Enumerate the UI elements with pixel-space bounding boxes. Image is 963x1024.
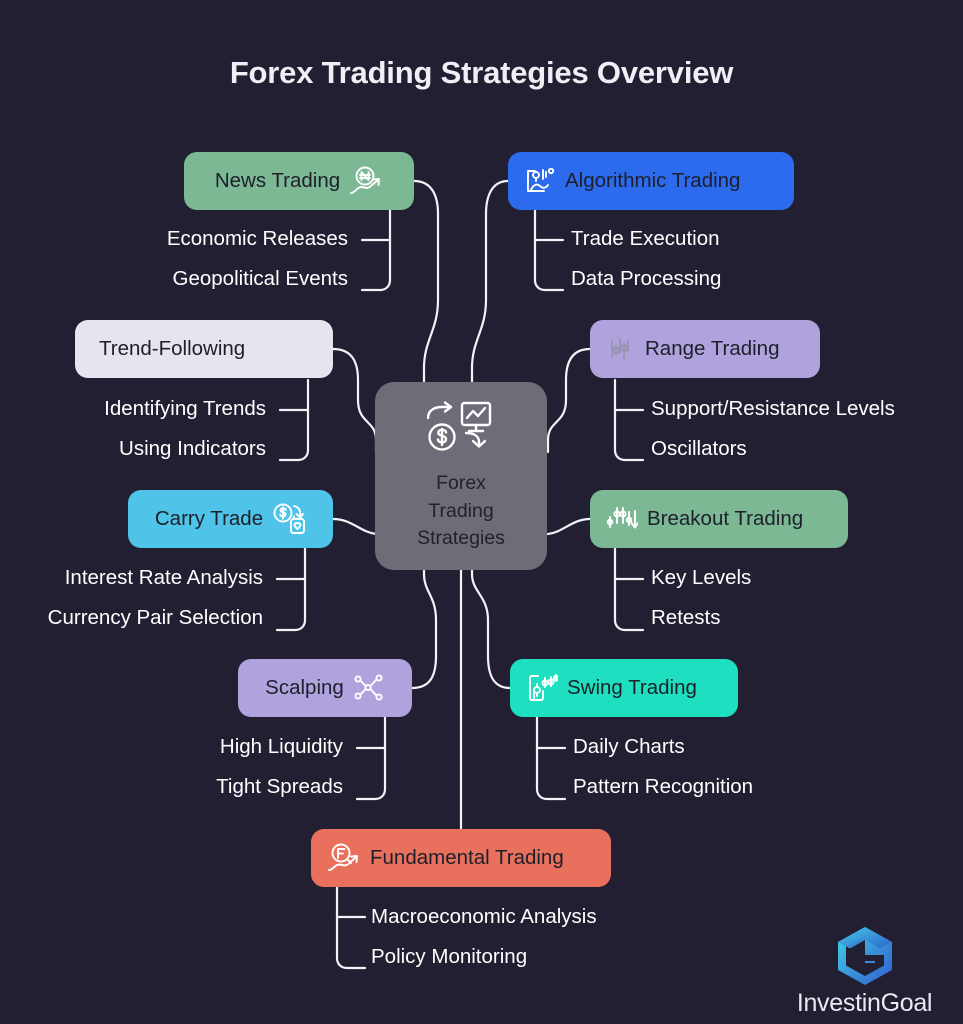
node-range-trading[interactable]: Range Trading [590, 320, 820, 378]
center-label-line-1: Forex [436, 471, 486, 494]
center-label-line-3: Strategies [417, 527, 505, 550]
candlestick-breakout-icon [606, 505, 638, 533]
sub-item-tight-spreads: Tight Spreads [216, 775, 343, 798]
sub-item-using-indicators: Using Indicators [119, 437, 266, 460]
dollar-coin-arrow-icon [272, 503, 306, 535]
sub-item-data-processing: Data Processing [571, 267, 722, 290]
investingoal-logo[interactable]: InvestinGoal [772, 925, 957, 1018]
magnifier-franc-arrow-icon [327, 843, 361, 873]
node-label-algorithmic-trading: Algorithmic Trading [565, 169, 741, 192]
node-label-news-trading: News Trading [214, 169, 341, 192]
node-carry-trade[interactable]: Carry Trade [128, 490, 333, 548]
center-node-forex-trading-strategies[interactable]: Forex Trading Strategies [375, 382, 547, 570]
node-label-breakout-trading: Breakout Trading [647, 507, 804, 530]
node-scalping[interactable]: Scalping [238, 659, 412, 717]
sub-item-support-resistance-levels: Support/Resistance Levels [651, 397, 895, 420]
node-label-fundamental-trading: Fundamental Trading [370, 846, 564, 869]
sub-item-retests: Retests [651, 606, 721, 629]
sub-item-interest-rate-analysis: Interest Rate Analysis [64, 566, 263, 589]
logo-wordmark: InvestinGoal [796, 989, 933, 1017]
node-label-scalping: Scalping [265, 676, 344, 699]
node-label-trend-following: Trend-Following [99, 337, 246, 360]
node-swing-trading[interactable]: Swing Trading [510, 659, 738, 717]
hexagon-g-logo [772, 925, 957, 987]
node-label-range-trading: Range Trading [645, 337, 780, 360]
center-label-line-2: Trading [428, 499, 494, 522]
sub-item-geopolitical-events: Geopolitical Events [172, 267, 348, 290]
forex-exchange-icon [422, 400, 500, 459]
sub-item-daily-charts: Daily Charts [573, 735, 685, 758]
sub-item-key-levels: Key Levels [651, 566, 752, 589]
node-label-carry-trade: Carry Trade [154, 507, 264, 530]
sub-item-oscillators: Oscillators [651, 437, 747, 460]
sub-item-macroeconomic-analysis: Macroeconomic Analysis [371, 905, 597, 928]
node-news-trading[interactable]: News Trading [184, 152, 414, 210]
node-breakout-trading[interactable]: Breakout Trading [590, 490, 848, 548]
network-nodes-icon [353, 673, 385, 703]
page-title: Forex Trading Strategies Overview [229, 55, 734, 90]
sub-item-policy-monitoring: Policy Monitoring [371, 945, 528, 968]
algo-chart-device-icon [524, 166, 556, 196]
sub-item-high-liquidity: High Liquidity [219, 735, 343, 758]
node-fundamental-trading[interactable]: Fundamental Trading [311, 829, 611, 887]
candlestick-range-icon [606, 335, 636, 363]
sub-item-currency-pair-selection: Currency Pair Selection [47, 606, 263, 629]
node-label-swing-trading: Swing Trading [567, 676, 697, 699]
sub-item-trade-execution: Trade Execution [571, 227, 720, 250]
mobile-candlestick-icon [526, 673, 558, 703]
sub-item-economic-releases: Economic Releases [166, 227, 348, 250]
node-trend-following[interactable]: Trend-Following [75, 320, 333, 378]
sub-item-pattern-recognition: Pattern Recognition [573, 775, 754, 798]
node-algorithmic-trading[interactable]: Algorithmic Trading [508, 152, 794, 210]
sub-item-identifying-trends: Identifying Trends [104, 397, 266, 420]
news-currency-arrow-icon [349, 166, 383, 196]
